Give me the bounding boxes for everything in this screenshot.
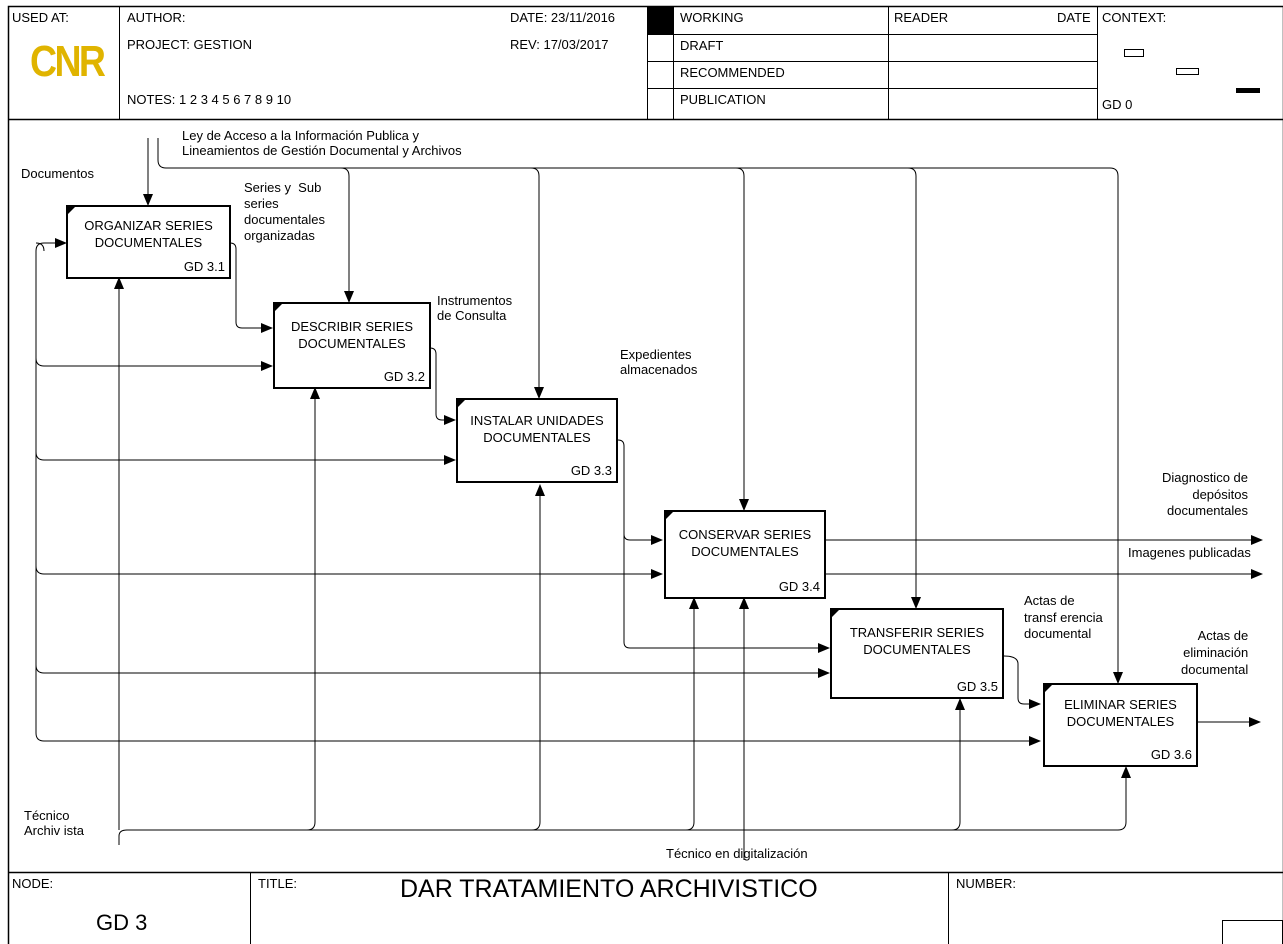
number-label: NUMBER: <box>956 876 1016 891</box>
activity-name: ORGANIZAR SERIES DOCUMENTALES <box>84 218 213 250</box>
corner-marker <box>274 303 283 312</box>
title-label: TITLE: <box>258 876 298 891</box>
project-label: PROJECT: GESTION <box>127 37 252 52</box>
activity-name: ELIMINAR SERIES DOCUMENTALES <box>1064 697 1177 729</box>
status-recommended: RECOMMENDED <box>680 65 785 80</box>
mechanism-label-tecnico-archivista: Técnico Archiv ista <box>24 808 84 838</box>
activity-code: GD 3.6 <box>1150 747 1192 762</box>
activity-code: GD 3.4 <box>778 579 820 594</box>
author-label: AUTHOR: <box>127 10 186 25</box>
activity-box-conservar[interactable]: CONSERVAR SERIES DOCUMENTALES GD 3.4 <box>664 510 826 599</box>
input-documentos-label: Documentos <box>21 166 94 181</box>
activity-box-eliminar[interactable]: ELIMINAR SERIES DOCUMENTALES GD 3.6 <box>1043 683 1198 767</box>
corner-marker <box>665 511 674 520</box>
activity-code: GD 3.3 <box>570 463 612 478</box>
arrow-label-actas-transferencia: Actas de transf erencia documental <box>1024 593 1103 641</box>
activity-code: GD 3.1 <box>183 259 225 274</box>
rev-label: REV: 17/03/2017 <box>510 37 609 52</box>
activity-name: DESCRIBIR SERIES DOCUMENTALES <box>290 319 414 351</box>
corner-marker <box>67 206 76 215</box>
status-publication: PUBLICATION <box>680 92 766 107</box>
arrow-label-series-sub: Series y Sub series documentales organiz… <box>244 180 325 243</box>
corner-marker <box>1044 684 1053 693</box>
notes-label: NOTES: 1 2 3 4 5 6 7 8 9 10 <box>127 92 292 107</box>
logo-text: CNR <box>30 37 106 86</box>
status-working: WORKING <box>680 10 744 25</box>
activity-code: GD 3.2 <box>383 369 425 384</box>
activity-box-transferir[interactable]: TRANSFERIR SERIES DOCUMENTALES GD 3.5 <box>830 608 1004 699</box>
reader-label: READER <box>894 10 949 25</box>
output-label-diagnostico: Diagnostico de depósitos documentales <box>1162 470 1248 518</box>
date-label: DATE: 23/11/2016 <box>510 10 616 25</box>
activity-code: GD 3.5 <box>956 679 998 694</box>
node-label: NODE: <box>12 876 54 891</box>
control-law-label: Ley de Acceso a la Información Publica y… <box>182 128 462 158</box>
output-label-imagenes: Imagenes publicadas <box>1128 545 1251 560</box>
node-value: GD 3 <box>96 910 148 935</box>
activity-name: TRANSFERIR SERIES DOCUMENTALES <box>849 625 985 657</box>
context-code: GD 0 <box>1102 97 1133 112</box>
corner-marker <box>831 609 840 618</box>
output-label-actas-eliminacion: Actas de eliminación documental <box>1181 628 1249 677</box>
arrow-label-expedientes: Expedientes almacenados <box>620 347 698 377</box>
cnr-logo: CNR <box>30 32 106 92</box>
context-label: CONTEXT: <box>1102 10 1167 25</box>
used-at-label: USED AT: <box>12 10 69 25</box>
activity-name: INSTALAR UNIDADES DOCUMENTALES <box>470 413 604 445</box>
arrow-label-instrumentos: Instrumentos de Consulta <box>437 293 513 323</box>
mechanism-label-tecnico-digital: Técnico en digitalización <box>666 846 808 861</box>
activity-box-describir[interactable]: DESCRIBIR SERIES DOCUMENTALES GD 3.2 <box>273 302 431 389</box>
activity-box-organizar[interactable]: ORGANIZAR SERIES DOCUMENTALES GD 3.1 <box>66 205 231 279</box>
status-draft: DRAFT <box>680 38 724 53</box>
diagram-title: DAR TRATAMIENTO ARCHIVISTICO <box>400 875 818 903</box>
reader-date-label: DATE <box>1057 10 1091 25</box>
activity-box-instalar[interactable]: INSTALAR UNIDADES DOCUMENTALES GD 3.3 <box>456 398 618 483</box>
corner-marker <box>457 399 466 408</box>
activity-name: CONSERVAR SERIES DOCUMENTALES <box>678 527 812 559</box>
